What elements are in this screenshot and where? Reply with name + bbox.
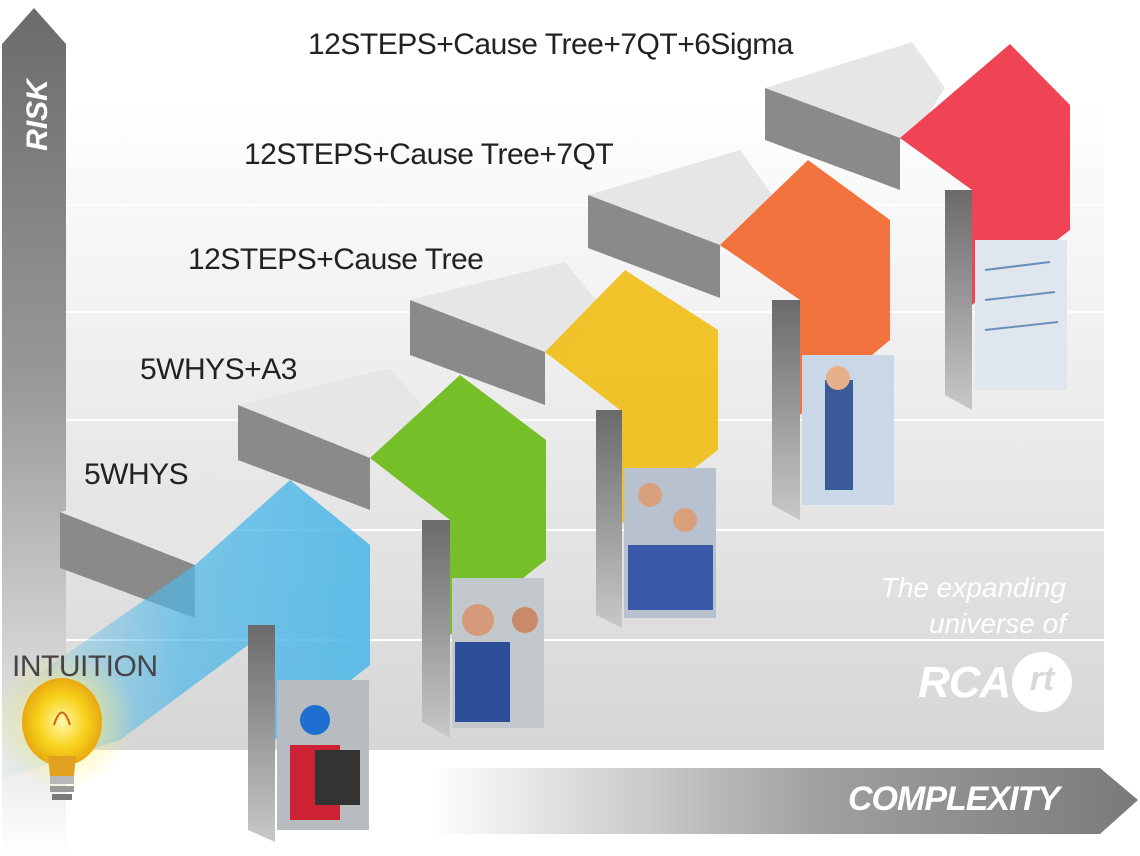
lightbulb-icon [0, 650, 134, 800]
brand-logo-mark-text: rt [1029, 660, 1055, 698]
step-label-5whys: 5WHYS [84, 458, 189, 491]
step-arrow-6sigma [765, 42, 1070, 410]
step-arrow-cause-tree [410, 262, 718, 628]
step-label-intuition: INTUITION [12, 650, 158, 683]
complexity-axis-label: COMPLEXITY [848, 780, 1060, 818]
brand-logo-text: RCA [918, 658, 1011, 707]
step-label-6sigma: 12STEPS+Cause Tree+7QT+6Sigma [308, 28, 793, 61]
step-arrow-a3 [238, 368, 546, 738]
tagline-line-1: The expanding [880, 572, 1066, 603]
tagline: The expanding universe of [860, 570, 1066, 642]
step-label-a3: 5WHYS+A3 [140, 353, 297, 386]
complexity-axis-arrow [430, 768, 1138, 834]
step-label-cause-tree: 12STEPS+Cause Tree [188, 243, 484, 276]
step-label-7qt: 12STEPS+Cause Tree+7QT [244, 138, 614, 171]
brand-logo-mark: rt [1012, 652, 1072, 712]
tagline-line-2: universe of [929, 608, 1066, 639]
step-arrow-7qt [588, 150, 894, 520]
risk-axis-label: RISK [21, 79, 54, 151]
risk-axis-arrow [2, 8, 66, 856]
